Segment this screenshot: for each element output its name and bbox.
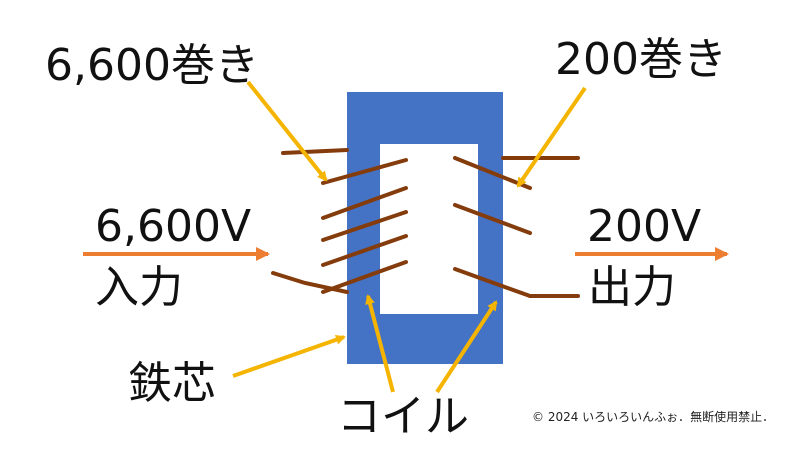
copyright-notice: © 2024 いろいろいんふぉ．無断使用禁止．: [532, 410, 775, 424]
primary-coil: [271, 148, 408, 294]
primary-turns-arrow: [246, 80, 328, 182]
core-label: 鉄芯: [128, 358, 216, 409]
secondary-turns-label: 200巻き: [555, 34, 727, 85]
iron-core: [347, 92, 503, 364]
primary-turns-label: 6,600巻き: [45, 40, 259, 91]
core-arrow: [232, 334, 346, 378]
output-label: 出力: [588, 262, 676, 313]
input-label: 入力: [95, 262, 183, 313]
input-voltage-label: 6,600V: [95, 201, 252, 252]
coil-label: コイル: [337, 391, 469, 442]
secondary-coil: [453, 156, 580, 298]
coil-arrow-right: [435, 300, 498, 394]
coil-arrow-left: [365, 294, 395, 393]
output-voltage-label: 200V: [587, 201, 702, 252]
secondary-turns-arrow: [516, 86, 587, 188]
